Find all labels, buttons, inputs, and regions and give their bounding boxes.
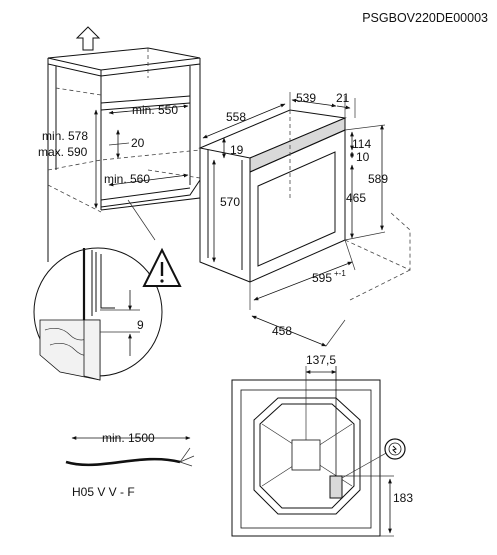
cabinet-dim-578: min. 578 xyxy=(42,129,88,143)
oven-dim-10: 10 xyxy=(356,150,370,164)
oven-dim-539: 539 xyxy=(296,91,316,105)
back-dim-137: 137,5 xyxy=(306,353,336,367)
oven-dim-595-tolerance: +-1 xyxy=(334,269,346,278)
detail-dim-9: 9 xyxy=(137,318,144,332)
back-dim-183: 183 xyxy=(393,491,413,505)
oven-dim-19: 19 xyxy=(230,143,244,157)
detail-magnifier xyxy=(33,199,182,381)
oven-dim-570: 570 xyxy=(220,195,240,209)
oven-dim-114: 114 xyxy=(352,137,371,151)
cabinet-dim-550: min. 550 xyxy=(132,103,178,117)
oven-dim-558: 558 xyxy=(226,110,246,124)
oven-back-view xyxy=(231,366,406,537)
power-cable xyxy=(65,436,195,468)
cable-type: H05 V V - F xyxy=(72,485,135,499)
oven-dim-21: 21 xyxy=(336,91,350,105)
oven-dim-595: 595 xyxy=(312,271,332,285)
cabinet-dim-590: max. 590 xyxy=(38,145,88,159)
model-code: PSGBOV220DE00003 xyxy=(362,11,488,25)
oven-dim-465: 465 xyxy=(346,191,366,205)
warning-triangle-icon xyxy=(142,247,182,287)
oven-dim-458: 458 xyxy=(272,324,292,338)
plug-icon xyxy=(384,438,406,460)
oven-body xyxy=(198,92,411,347)
cabinet-niche xyxy=(47,26,201,262)
cabinet-dim-20: 20 xyxy=(131,136,145,150)
cable-length: min. 1500 xyxy=(102,431,155,445)
cabinet-dim-560: min. 560 xyxy=(104,172,150,186)
oven-dim-589: 589 xyxy=(368,172,388,186)
arrow-up-icon xyxy=(75,26,101,51)
